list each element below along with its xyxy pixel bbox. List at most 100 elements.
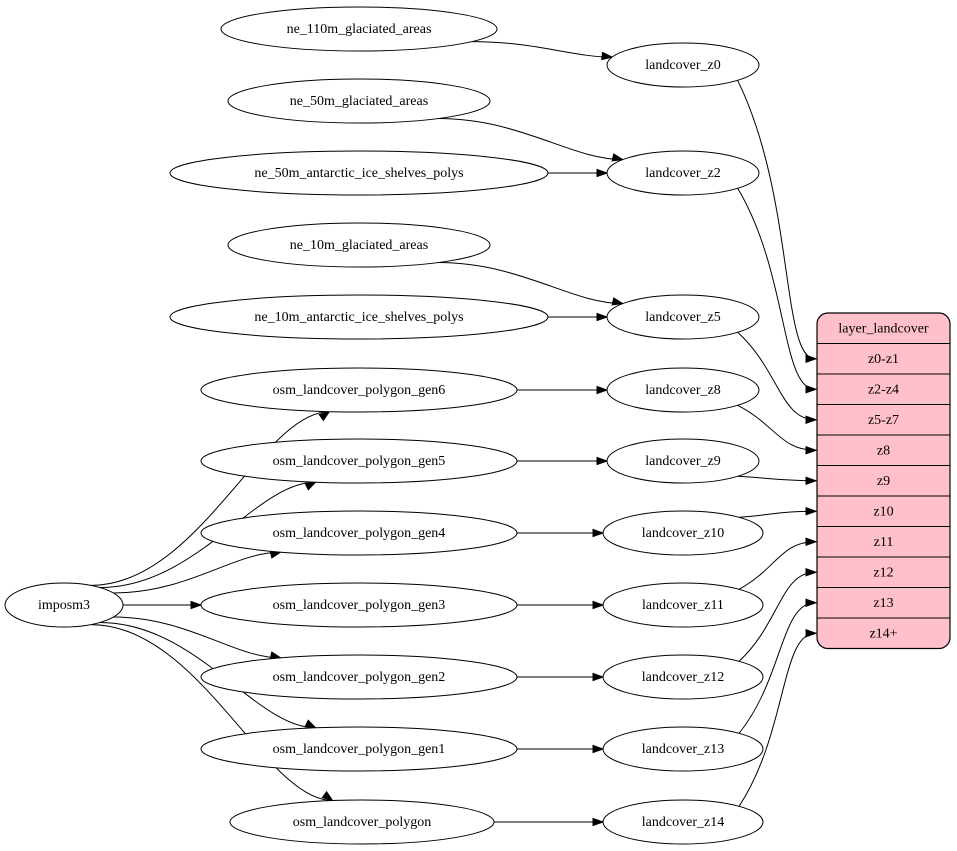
node-ellipse-osm_landcover_polygon_gen6 — [200, 367, 518, 413]
layer-landcover-table: layer_landcoverz0-z1z2-z4z5-z7z8z9z10z11… — [816, 312, 951, 650]
node-label-ne_50m_glaciated_areas: ne_50m_glaciated_areas — [290, 94, 428, 109]
node-label-landcover_z12: landcover_z12 — [642, 670, 724, 685]
edge-line — [738, 632, 816, 807]
node-landcover_z11[interactable]: landcover_z11 — [602, 582, 764, 628]
edge-line — [738, 541, 816, 590]
edge-arrowhead — [805, 628, 818, 638]
table-outline — [816, 312, 951, 650]
edge-arrowhead — [601, 51, 614, 61]
edge-ne_10m_glaciated_areas-to-landcover_z5 — [437, 262, 625, 306]
node-ne_50m_glaciated_areas[interactable]: ne_50m_glaciated_areas — [227, 78, 491, 124]
table-row-z5-z7[interactable] — [817, 404, 950, 436]
edge-line — [737, 80, 816, 360]
table-header-label: layer_landcover — [838, 321, 929, 336]
edge-arrowhead — [592, 744, 605, 754]
table-row-label-z0-z1: z0-z1 — [868, 352, 899, 367]
table-row-label-z14+: z14+ — [869, 626, 897, 641]
edge-ne_110m_glaciated_areas-to-landcover_z0 — [472, 41, 614, 61]
edge-landcover_z2-to-row-z2-z4 — [737, 188, 818, 394]
node-ne_10m_glaciated_areas[interactable]: ne_10m_glaciated_areas — [227, 222, 491, 268]
edge-arrowhead — [805, 537, 818, 547]
edge-arrowhead — [805, 384, 818, 394]
table-row-z10[interactable] — [817, 495, 950, 527]
edge-landcover_z11-to-row-z11 — [738, 537, 818, 590]
node-osm_landcover_polygon_gen4[interactable]: osm_landcover_polygon_gen4 — [200, 510, 518, 556]
node-imposm3[interactable]: imposm3 — [4, 582, 124, 628]
table-row-z13[interactable] — [817, 587, 950, 619]
node-landcover_z14[interactable]: landcover_z14 — [602, 799, 764, 845]
edge-line — [737, 404, 816, 451]
edge-imposm3-to-osm_landcover_polygon — [90, 624, 334, 802]
edge-line — [737, 331, 816, 421]
node-label-osm_landcover_polygon: osm_landcover_polygon — [293, 815, 431, 830]
table-row-z9[interactable] — [817, 465, 950, 497]
node-osm_landcover_polygon_gen6[interactable]: osm_landcover_polygon_gen6 — [200, 367, 518, 413]
node-label-ne_10m_antarctic_ice_shelves_polys: ne_10m_antarctic_ice_shelves_polys — [254, 310, 463, 325]
node-landcover_z5[interactable]: landcover_z5 — [606, 294, 760, 340]
node-landcover_z8[interactable]: landcover_z8 — [606, 367, 760, 413]
node-ellipse-ne_10m_glaciated_areas — [227, 222, 491, 268]
node-ne_50m_antarctic_ice_shelves_polys[interactable]: ne_50m_antarctic_ice_shelves_polys — [169, 150, 549, 196]
node-landcover_z9[interactable]: landcover_z9 — [606, 438, 760, 484]
edge-arrowhead — [805, 415, 818, 425]
node-label-ne_10m_glaciated_areas: ne_10m_glaciated_areas — [290, 238, 428, 253]
edge-imposm3-to-osm_landcover_polygon_gen2 — [113, 616, 283, 660]
node-ellipse-landcover_z2 — [606, 150, 760, 196]
node-ellipse-landcover_z5 — [606, 294, 760, 340]
edge-line — [739, 510, 816, 518]
node-osm_landcover_polygon_gen3[interactable]: osm_landcover_polygon_gen3 — [200, 582, 518, 628]
node-osm_landcover_polygon_gen5[interactable]: osm_landcover_polygon_gen5 — [200, 438, 518, 484]
table-row-z14+[interactable] — [817, 617, 950, 649]
edge-osm_landcover_polygon-to-landcover_z14 — [494, 817, 605, 827]
edge-arrowhead — [190, 600, 203, 610]
node-ellipse-osm_landcover_polygon_gen3 — [200, 582, 518, 628]
edge-landcover_z5-to-row-z5-z7 — [737, 331, 818, 425]
edge-osm_landcover_polygon_gen4-to-landcover_z10 — [517, 528, 605, 538]
edge-arrowhead — [304, 481, 317, 491]
node-ellipse-osm_landcover_polygon — [229, 799, 495, 845]
node-osm_landcover_polygon_gen1[interactable]: osm_landcover_polygon_gen1 — [200, 726, 518, 772]
node-osm_landcover_polygon[interactable]: osm_landcover_polygon — [229, 799, 495, 845]
table-row-z0-z1[interactable] — [817, 343, 950, 375]
edge-landcover_z8-to-row-z8 — [737, 404, 818, 455]
node-ne_10m_antarctic_ice_shelves_polys[interactable]: ne_10m_antarctic_ice_shelves_polys — [169, 294, 549, 340]
edge-osm_landcover_polygon_gen1-to-landcover_z13 — [517, 744, 605, 754]
node-landcover_z0[interactable]: landcover_z0 — [606, 42, 760, 88]
edge-landcover_z12-to-row-z12 — [738, 567, 818, 662]
node-label-osm_landcover_polygon_gen6: osm_landcover_polygon_gen6 — [273, 383, 446, 398]
edge-arrowhead — [596, 168, 609, 178]
table-row-label-z11: z11 — [874, 535, 894, 550]
edge-arrowhead — [592, 600, 605, 610]
edge-arrowhead — [805, 598, 818, 608]
node-landcover_z13[interactable]: landcover_z13 — [602, 726, 764, 772]
node-ne_110m_glaciated_areas[interactable]: ne_110m_glaciated_areas — [220, 6, 498, 52]
table-fill-group — [817, 313, 950, 649]
node-osm_landcover_polygon_gen2[interactable]: osm_landcover_polygon_gen2 — [200, 654, 518, 700]
node-label-imposm3: imposm3 — [38, 598, 90, 613]
table-row-label-z10: z10 — [873, 504, 893, 519]
node-ellipse-landcover_z10 — [602, 510, 764, 556]
node-ellipse-imposm3 — [4, 582, 124, 628]
edge-arrowhead — [592, 672, 605, 682]
table-row-label-z12: z12 — [873, 565, 893, 580]
edge-line — [437, 262, 623, 305]
node-ellipse-ne_50m_glaciated_areas — [227, 78, 491, 124]
node-landcover_z2[interactable]: landcover_z2 — [606, 150, 760, 196]
node-label-osm_landcover_polygon_gen3: osm_landcover_polygon_gen3 — [273, 598, 446, 613]
node-label-landcover_z14: landcover_z14 — [642, 815, 724, 830]
node-label-osm_landcover_polygon_gen5: osm_landcover_polygon_gen5 — [273, 454, 446, 469]
edge-line — [113, 551, 281, 594]
edge-arrowhead — [805, 506, 818, 516]
node-landcover_z12[interactable]: landcover_z12 — [602, 654, 764, 700]
edge-line — [738, 571, 816, 662]
edges-layer — [90, 41, 818, 827]
node-ellipse-landcover_z8 — [606, 367, 760, 413]
node-landcover_z10[interactable]: landcover_z10 — [602, 510, 764, 556]
edge-osm_landcover_polygon_gen2-to-landcover_z12 — [517, 672, 605, 682]
edge-landcover_z14-to-row-z14+ — [738, 628, 818, 807]
node-label-landcover_z9: landcover_z9 — [645, 454, 720, 469]
node-ellipse-landcover_z11 — [602, 582, 764, 628]
node-label-landcover_z8: landcover_z8 — [645, 383, 720, 398]
edge-arrowhead — [596, 312, 609, 322]
